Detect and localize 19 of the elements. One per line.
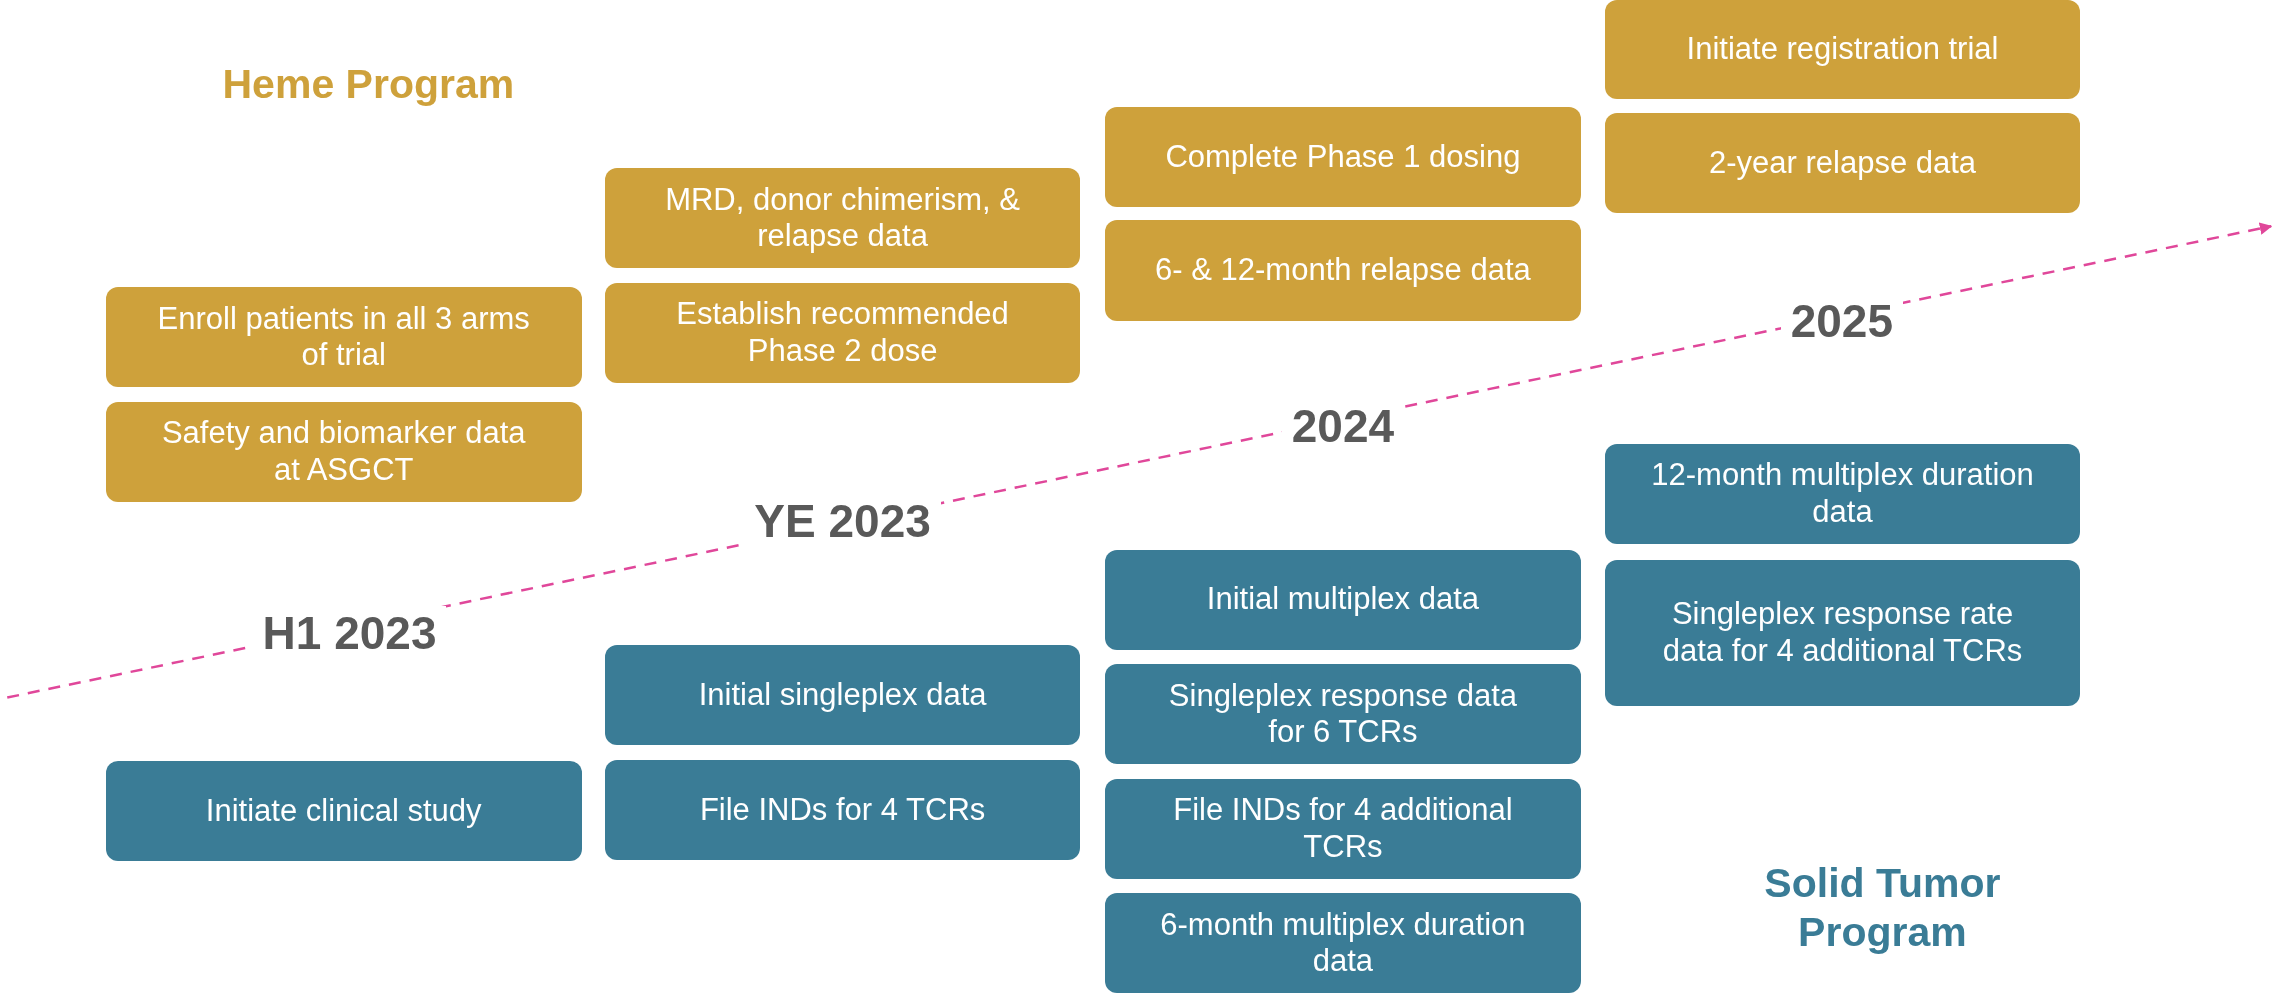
milestone-box: 6-month multiplex duration data — [1105, 893, 1581, 994]
milestone-box: Singleplex response data for 6 TCRs — [1105, 664, 1581, 765]
milestone-box: Singleplex response rate data for 4 additional TCRs — [1605, 559, 2080, 707]
milestone-box: 12-month multiplex duration data — [1605, 443, 2080, 544]
milestone-box: 2-year relapse data — [1605, 113, 2080, 214]
milestone-box: Initiate clinical study — [105, 761, 582, 862]
milestone-box: Enroll patients in all 3 arms of trial — [105, 287, 582, 388]
milestone-box: Safety and biomarker data at ASGCT — [105, 401, 582, 502]
program-heading: Solid Tumor Program — [1763, 858, 2002, 957]
milestone-box: Initial singleplex data — [604, 645, 1081, 746]
milestone-box: 6- & 12-month relapse data — [1105, 220, 1581, 321]
milestone-box: Initial multiplex data — [1105, 549, 1581, 650]
milestone-box: Initiate registration trial — [1605, 0, 2080, 99]
milestone-box: Establish recommended Phase 2 dose — [604, 282, 1081, 383]
milestone-box: Complete Phase 1 dosing — [1105, 107, 1581, 208]
milestone-box: MRD, donor chimerism, & relapse data — [604, 168, 1081, 269]
milestone-box: File INDs for 4 additional TCRs — [1105, 778, 1581, 879]
milestone-box: File INDs for 4 TCRs — [604, 759, 1081, 860]
program-heading: Heme Program — [221, 59, 516, 109]
